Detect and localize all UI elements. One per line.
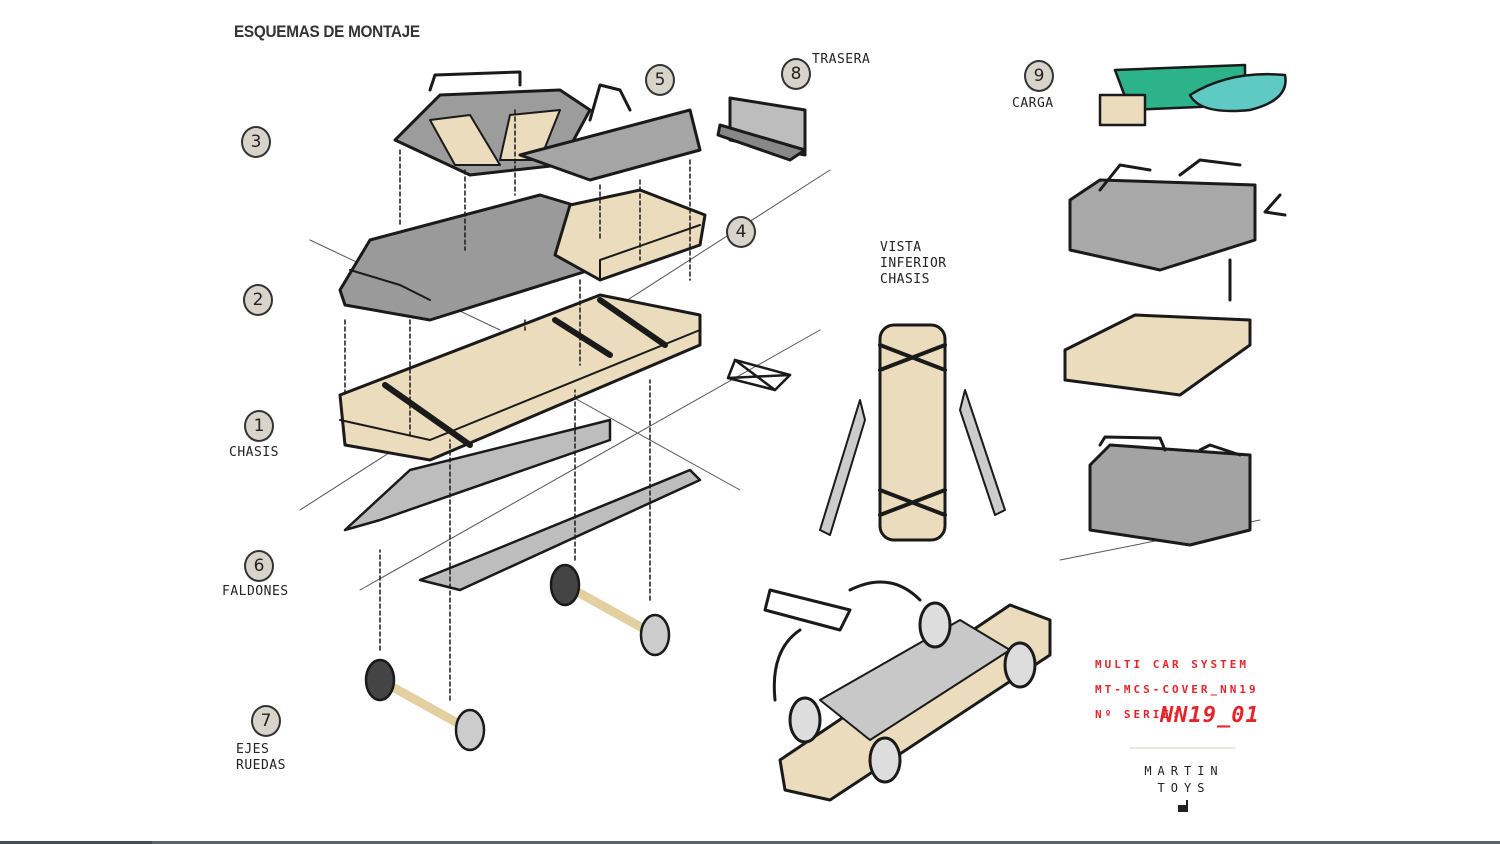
- cargo-assembled: [1088, 435, 1252, 547]
- stamp-serial-value: NN19_01: [1160, 703, 1260, 728]
- part-number-1: 1: [244, 410, 274, 442]
- label-faldones: FALDONES: [222, 584, 289, 599]
- part-6-skirts: [343, 418, 702, 592]
- stamp-line-2: MT-MCS-COVER_NN19: [1095, 683, 1259, 696]
- part-number-4: 4: [726, 216, 756, 248]
- part-number-7: 7: [251, 705, 281, 737]
- label-trasera: TRASERA: [812, 52, 871, 67]
- part-8-rear-panel: [716, 96, 807, 162]
- part-number-3: 3: [241, 126, 271, 158]
- label-carga: CARGA: [1012, 96, 1054, 111]
- stamp-serial-label: Nº SERIE:: [1095, 708, 1182, 721]
- part-7-axles-wheels: [364, 563, 671, 752]
- label-ejes-ruedas: EJES RUEDAS: [236, 742, 286, 773]
- brand-line-1: MARTIN: [1144, 764, 1224, 778]
- part-number-6: 6: [244, 550, 274, 582]
- chassis-bottom-view: [819, 323, 1006, 542]
- part-number-9: 9: [1024, 60, 1054, 92]
- strap-piece: [726, 358, 792, 392]
- page-title: ESQUEMAS DE MONTAJE: [234, 22, 420, 41]
- stamp-line-1: MULTI CAR SYSTEM: [1095, 658, 1249, 671]
- label-vista-inferior: VISTA INFERIOR CHASIS: [880, 240, 947, 287]
- label-chasis: CHASIS: [229, 445, 279, 460]
- assembled-chassis-with-wheels: [763, 580, 1052, 802]
- progress-bar-fill: [0, 841, 152, 844]
- part-number-8: 8: [781, 58, 811, 90]
- factory-logo-icon: [1178, 800, 1188, 812]
- part-5-rear-frame: [518, 83, 702, 182]
- assembly-arrows: [344, 109, 691, 701]
- part-1-chassis: [338, 293, 702, 462]
- part-number-5: 5: [645, 64, 675, 96]
- part-4-tray: [553, 188, 707, 282]
- progress-bar[interactable]: [0, 841, 1500, 844]
- part-number-2: 2: [243, 284, 273, 316]
- part-9-cargo: [1098, 63, 1287, 127]
- cargo-frame: [1068, 158, 1287, 302]
- brand-line-2: TOYS: [1157, 781, 1211, 795]
- cargo-tray: [1063, 313, 1252, 397]
